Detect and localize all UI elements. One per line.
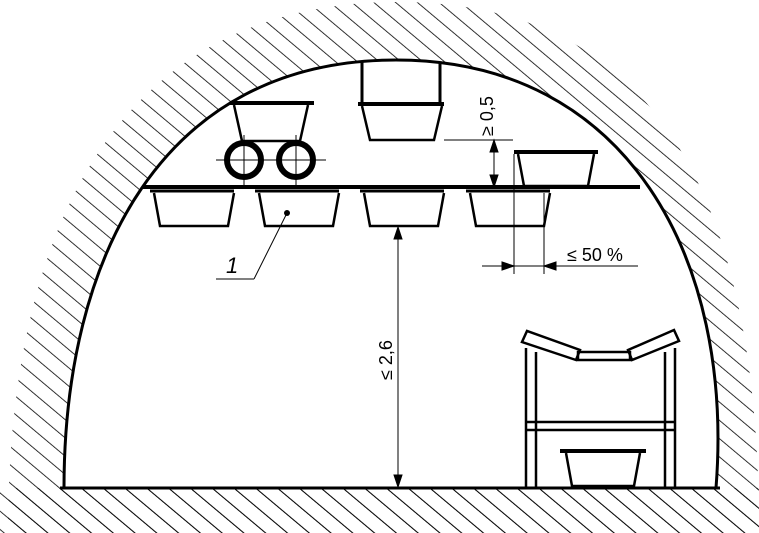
- clearance-label: ≥ 0,5: [477, 96, 497, 136]
- hanging-bucket: [466, 189, 552, 228]
- item-leader: [216, 210, 290, 280]
- slab-bucket: [514, 150, 598, 188]
- crown-bucket: [358, 62, 444, 142]
- hanging-bucket: [360, 189, 446, 228]
- height-dimension: [393, 225, 403, 489]
- item-number-label: 1: [226, 253, 238, 278]
- clearance-dimension: [444, 138, 513, 189]
- conveyor-frame: [520, 328, 681, 488]
- overlap-label: ≤ 50 %: [567, 245, 623, 265]
- floor-bucket: [560, 449, 646, 488]
- hanging-bucket: [150, 189, 236, 228]
- tunnel-arch: [62, 58, 720, 489]
- hanging-bucket: [255, 189, 341, 228]
- overlap-dimension: [482, 154, 638, 274]
- mine-cart: [216, 101, 326, 186]
- height-label: ≤ 2,6: [376, 340, 396, 380]
